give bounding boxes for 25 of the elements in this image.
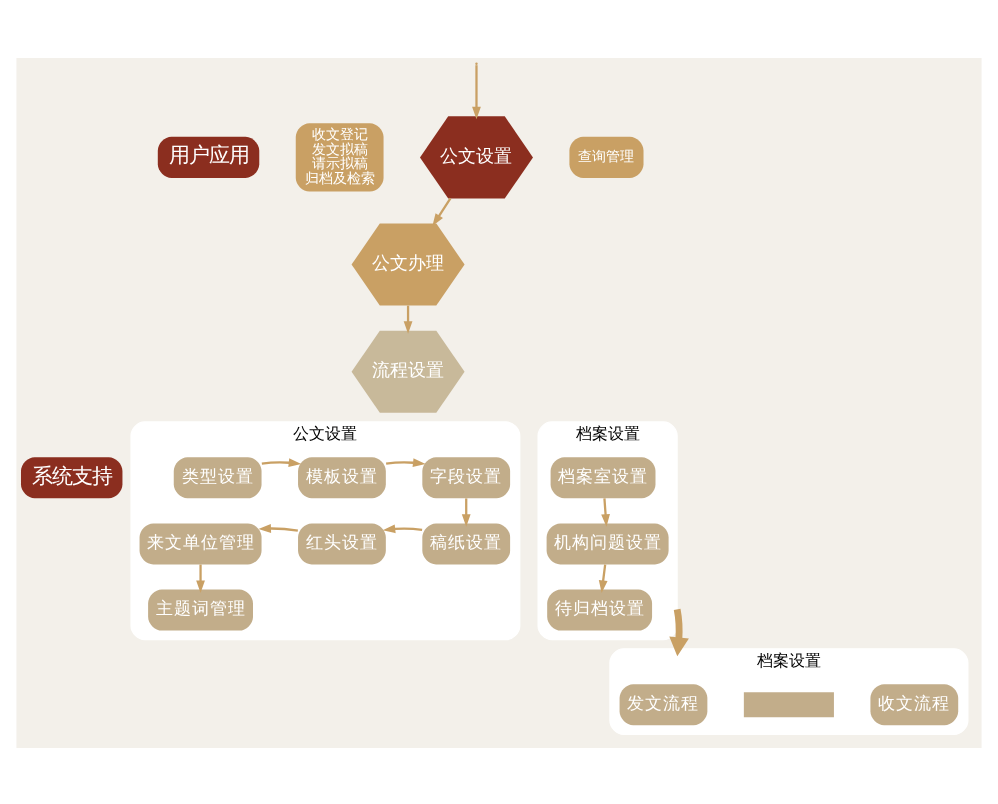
node-box: 机构问题设置: [546, 522, 669, 564]
node-box: 主题词管理: [148, 588, 253, 630]
arrow: [669, 607, 689, 656]
arrow: [382, 523, 423, 533]
arrow: [385, 457, 426, 467]
node-box: 收文流程: [870, 683, 959, 725]
node-box: 稿纸设置: [422, 522, 511, 564]
node-box: [743, 691, 834, 717]
arrow: [196, 563, 205, 592]
arrow: [258, 523, 298, 532]
node-box: 系统支持: [20, 456, 123, 498]
node-box: 待归档设置: [547, 588, 653, 630]
node-box: 发文流程: [619, 683, 708, 725]
node-box: 用户应用: [157, 135, 260, 177]
node-box: 档案室设置: [550, 456, 656, 498]
arrow: [261, 457, 302, 467]
node-box: 类型设置: [173, 456, 262, 498]
node-box: 红头设置: [298, 522, 386, 564]
node-box: 字段设置: [422, 456, 511, 498]
node-box: 来文单位管理: [139, 522, 262, 564]
arrow: [472, 64, 481, 119]
arrow: [598, 563, 608, 592]
node-box: 模板设置: [298, 456, 386, 498]
arrow: [601, 497, 610, 526]
arrow: [432, 196, 452, 226]
